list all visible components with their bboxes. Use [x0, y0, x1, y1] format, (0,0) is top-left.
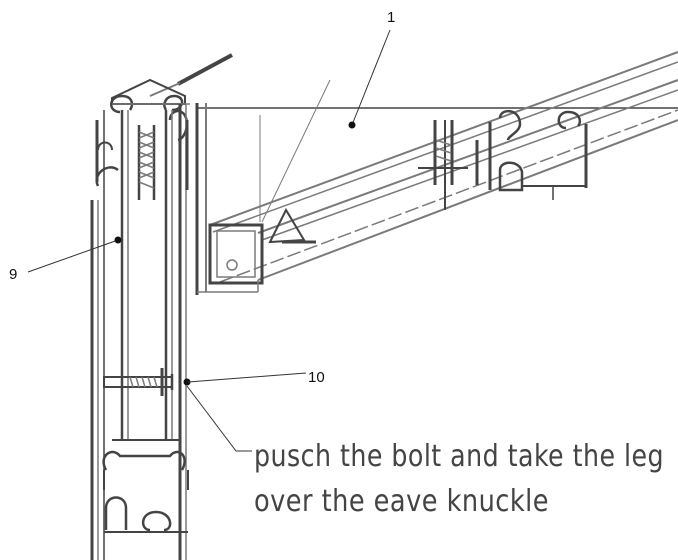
part-label-9: 9 [9, 266, 17, 283]
leg-left [90, 110, 119, 560]
roof-rafter [208, 51, 678, 285]
leg-inner [120, 104, 189, 560]
part-label-1: 1 [387, 9, 395, 26]
instruction-line-2: over the eave knuckle [254, 484, 549, 519]
lower-bracket [102, 439, 189, 533]
leader-lines [27, 29, 391, 452]
bolt [103, 368, 191, 396]
screw-top [149, 53, 233, 97]
ridge-bracket-detail [418, 110, 588, 210]
instruction-line-1: pusch the bolt and take the leg [254, 439, 664, 474]
eave-post [195, 79, 331, 295]
part-label-10: 10 [308, 369, 325, 386]
